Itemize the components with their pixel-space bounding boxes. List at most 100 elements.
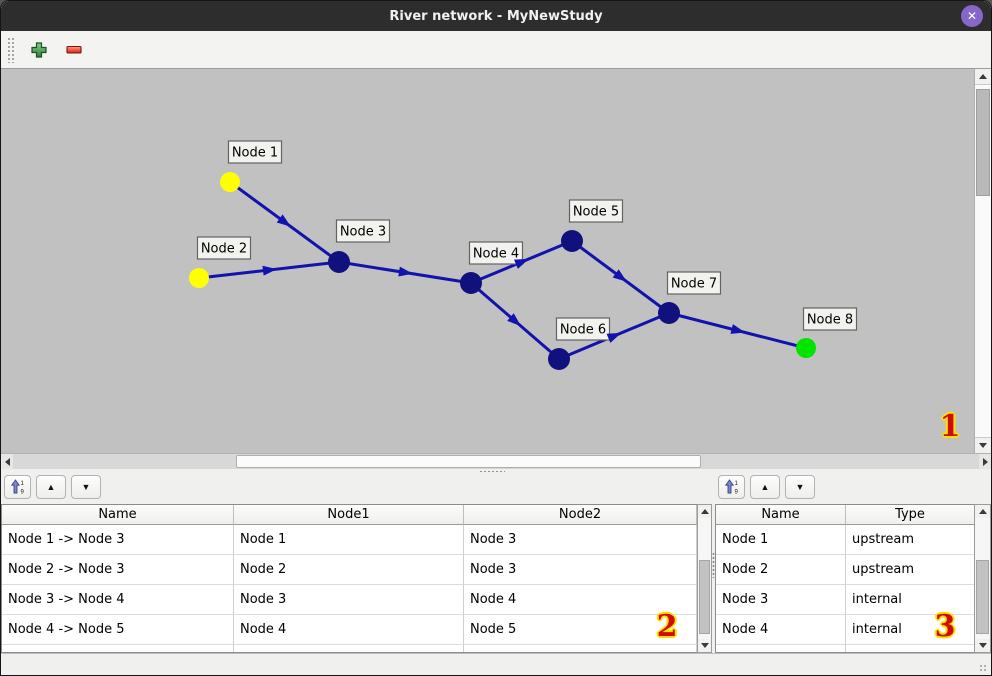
resize-grip[interactable] xyxy=(979,664,988,672)
graph-node-node-1[interactable] xyxy=(220,172,240,192)
node-label-node-7: Node 7 xyxy=(666,271,722,295)
node-label-node-3: Node 3 xyxy=(335,219,391,243)
edge-arrow-icon xyxy=(606,332,622,343)
table-row[interactable] xyxy=(716,645,990,652)
add-button[interactable] xyxy=(27,38,51,62)
graph-node-node-7[interactable] xyxy=(658,302,680,324)
scroll-down-button[interactable] xyxy=(698,639,711,652)
graph-node-node-4[interactable] xyxy=(460,272,482,294)
scroll-up-button[interactable] xyxy=(975,505,990,518)
table-cell[interactable]: Node 3 xyxy=(464,555,697,585)
column-header-node1[interactable]: Node1 xyxy=(234,505,464,525)
nodes-table-scrollbar[interactable] xyxy=(974,504,991,653)
edge-arrow-icon xyxy=(276,214,291,227)
column-header-node2[interactable]: Node2 xyxy=(464,505,697,525)
edge-arrow-icon xyxy=(262,265,277,276)
table-cell[interactable]: Node 1 xyxy=(716,525,846,555)
graph-node-node-5[interactable] xyxy=(561,230,583,252)
column-header-name[interactable]: Name xyxy=(716,505,846,525)
sort-button[interactable]: 1 9 xyxy=(718,475,745,499)
down-arrow-icon xyxy=(700,643,709,648)
table-cell[interactable]: Node 5 xyxy=(464,615,697,645)
graph-node-node-8[interactable] xyxy=(796,338,816,358)
table-cell[interactable]: upstream xyxy=(846,525,975,555)
toolbar-drag-handle[interactable] xyxy=(7,36,16,63)
close-button[interactable]: ✕ xyxy=(961,5,983,27)
down-arrow-icon xyxy=(978,643,987,648)
table-cell[interactable]: Node 3 xyxy=(234,585,464,615)
graph-node-node-2[interactable] xyxy=(189,268,209,288)
svg-text:Node 6: Node 6 xyxy=(560,323,606,338)
table-cell[interactable]: upstream xyxy=(846,555,975,585)
scrollbar-thumb[interactable] xyxy=(976,560,989,634)
scrollbar-thumb[interactable] xyxy=(699,560,710,634)
scroll-down-button[interactable] xyxy=(975,437,991,453)
edge-arrow-icon xyxy=(730,324,746,334)
graph-node-node-6[interactable] xyxy=(548,348,570,370)
svg-text:9: 9 xyxy=(734,490,738,496)
table-cell[interactable] xyxy=(846,645,975,652)
close-icon: ✕ xyxy=(966,9,978,23)
table-row[interactable] xyxy=(2,645,711,652)
horizontal-scrollbar-thumb[interactable] xyxy=(236,455,701,468)
table-cell[interactable] xyxy=(2,645,234,652)
table-cell[interactable] xyxy=(234,645,464,652)
table-cell[interactable]: Node 3 xyxy=(464,525,697,555)
graph-node-node-3[interactable] xyxy=(328,251,350,273)
move-up-button[interactable]: ▲ xyxy=(36,475,66,499)
move-down-button[interactable]: ▼ xyxy=(785,475,815,499)
table-cell[interactable]: Node 4 -> Node 5 xyxy=(2,615,234,645)
table-cell[interactable] xyxy=(716,645,846,652)
sort-button[interactable]: 1 9 xyxy=(4,475,31,499)
table-cell[interactable]: Node 2 -> Node 3 xyxy=(2,555,234,585)
table-cell[interactable]: Node 1 xyxy=(234,525,464,555)
table-cell[interactable]: internal xyxy=(846,585,975,615)
horizontal-pane-splitter[interactable] xyxy=(1,469,991,474)
svg-text:1: 1 xyxy=(20,481,24,487)
table-cell[interactable]: Node 3 xyxy=(716,585,846,615)
svg-text:Node 3: Node 3 xyxy=(340,225,386,240)
svg-text:Node 7: Node 7 xyxy=(671,277,717,292)
table-cell[interactable]: Node 4 xyxy=(234,615,464,645)
table-cell[interactable]: Node 1 -> Node 3 xyxy=(2,525,234,555)
move-up-button[interactable]: ▲ xyxy=(750,475,780,499)
titlebar[interactable]: River network - MyNewStudy ✕ xyxy=(1,1,991,31)
remove-button[interactable] xyxy=(62,38,86,62)
column-header-type[interactable]: Type xyxy=(846,505,975,525)
table-cell[interactable]: Node 2 xyxy=(716,555,846,585)
minus-icon xyxy=(66,45,82,54)
scroll-up-button[interactable] xyxy=(698,505,711,518)
table-cell[interactable] xyxy=(464,645,697,652)
column-header-name[interactable]: Name xyxy=(2,505,234,525)
canvas-horizontal-scrollbar[interactable] xyxy=(1,453,991,469)
table-cell[interactable]: Node 3 -> Node 4 xyxy=(2,585,234,615)
vertical-pane-splitter[interactable] xyxy=(712,474,715,653)
table-cell[interactable]: Node 4 xyxy=(716,615,846,645)
scroll-down-button[interactable] xyxy=(975,639,990,652)
table-cell[interactable]: Node 4 xyxy=(464,585,697,615)
links-toolbar: 1 9 ▲ ▼ xyxy=(1,474,712,504)
canvas-vertical-scrollbar[interactable] xyxy=(974,69,991,453)
right-arrow-icon xyxy=(982,457,988,466)
up-arrow-icon xyxy=(700,509,709,514)
table-cell[interactable]: internal xyxy=(846,615,975,645)
move-down-button[interactable]: ▼ xyxy=(71,475,101,499)
vertical-scrollbar-thumb[interactable] xyxy=(976,89,990,196)
left-arrow-icon xyxy=(4,457,10,466)
scroll-up-button[interactable] xyxy=(975,69,991,85)
up-arrow-icon xyxy=(979,74,987,79)
scroll-right-button[interactable] xyxy=(979,454,991,469)
table-cell[interactable]: Node 2 xyxy=(234,555,464,585)
nodes-toolbar: 1 9 ▲ ▼ xyxy=(715,474,991,504)
links-table-scrollbar[interactable] xyxy=(697,504,712,653)
scroll-left-button[interactable] xyxy=(1,454,13,469)
